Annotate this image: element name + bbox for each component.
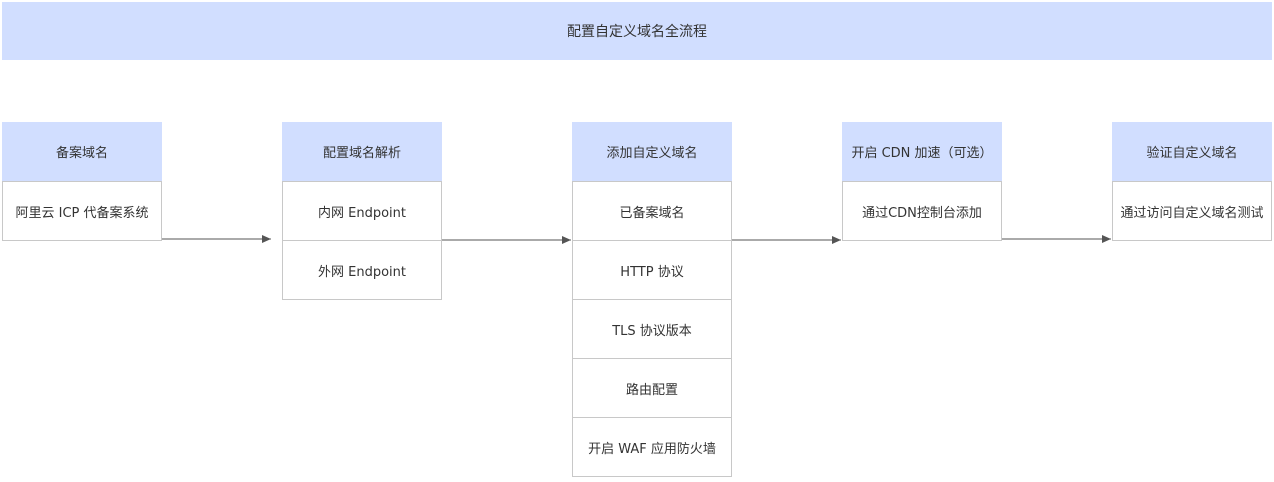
step-add-custom-domain: 添加自定义域名 已备案域名 HTTP 协议 TLS 协议版本 路由配置 开启 W… — [572, 122, 732, 477]
step-item: HTTP 协议 — [572, 241, 732, 300]
step-header: 添加自定义域名 — [572, 122, 732, 181]
step-cdn-acceleration: 开启 CDN 加速（可选） 通过CDN控制台添加 — [842, 122, 1002, 241]
flow-title: 配置自定义域名全流程 — [567, 24, 707, 40]
flow-title-banner: 配置自定义域名全流程 — [2, 2, 1272, 60]
step-item: 内网 Endpoint — [282, 181, 442, 241]
step-item: 阿里云 ICP 代备案系统 — [2, 181, 162, 241]
step-item: 路由配置 — [572, 359, 732, 418]
step-header: 验证自定义域名 — [1112, 122, 1272, 181]
step-icp-filing: 备案域名 阿里云 ICP 代备案系统 — [2, 122, 162, 241]
step-header: 开启 CDN 加速（可选） — [842, 122, 1002, 181]
step-item: 通过访问自定义域名测试 — [1112, 181, 1272, 241]
step-verify-domain: 验证自定义域名 通过访问自定义域名测试 — [1112, 122, 1272, 241]
step-item: 已备案域名 — [572, 181, 732, 241]
step-item: 外网 Endpoint — [282, 241, 442, 300]
step-dns-resolution: 配置域名解析 内网 Endpoint 外网 Endpoint — [282, 122, 442, 300]
step-header: 配置域名解析 — [282, 122, 442, 181]
step-item: TLS 协议版本 — [572, 300, 732, 359]
step-header: 备案域名 — [2, 122, 162, 181]
step-item: 开启 WAF 应用防火墙 — [572, 418, 732, 477]
step-item: 通过CDN控制台添加 — [842, 181, 1002, 241]
